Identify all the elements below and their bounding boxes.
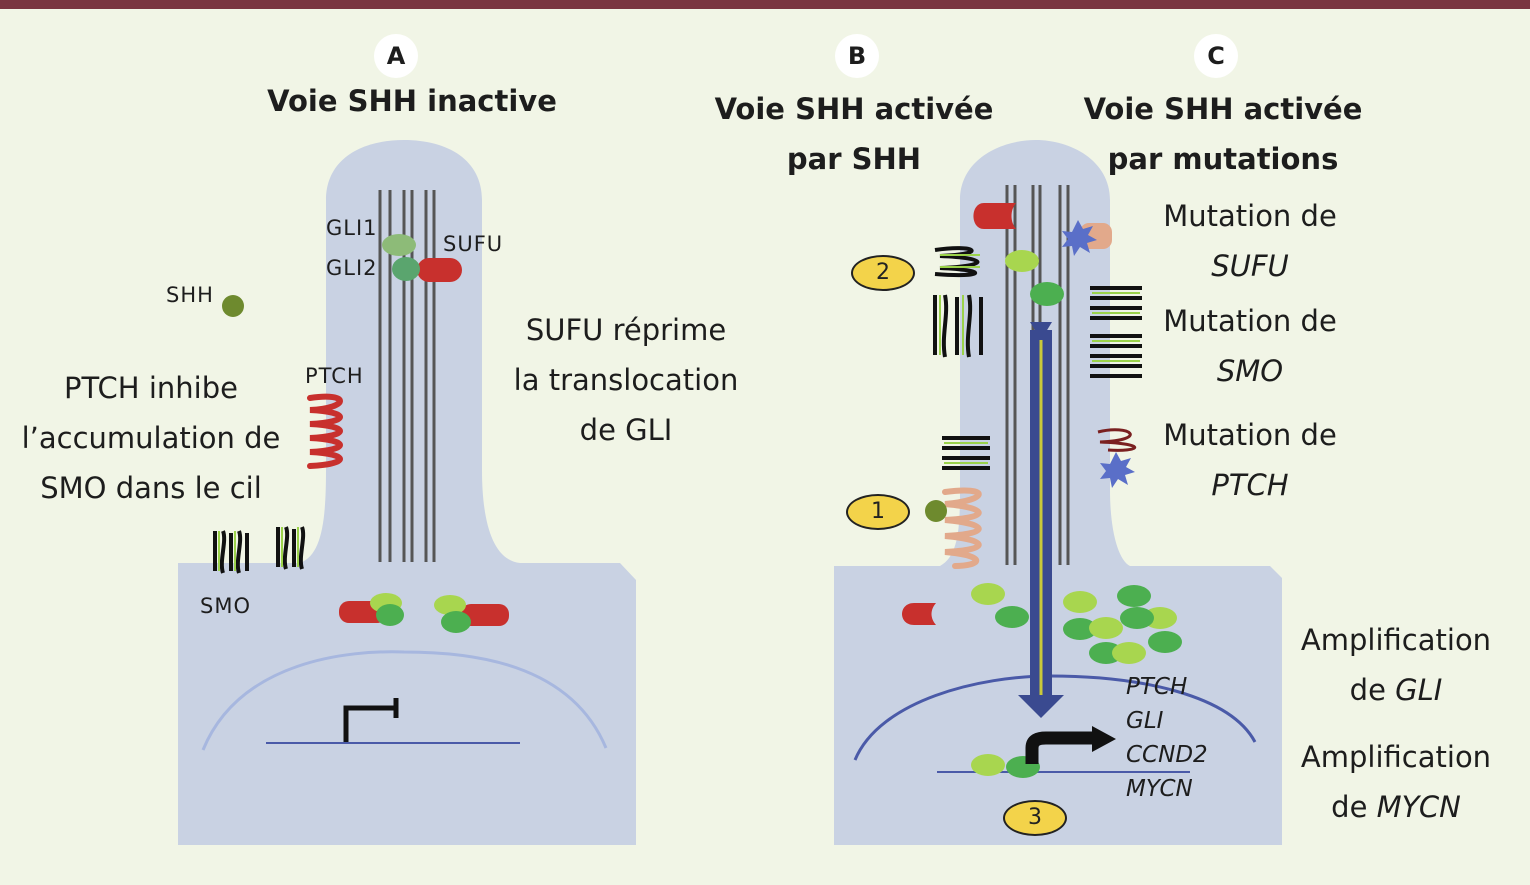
panel-a-title: Voie SHH inactive (267, 84, 557, 118)
ptch-label: PTCH (305, 364, 364, 388)
smo-receptor-icon (213, 530, 249, 574)
panel-c-title: Voie SHH activée par mutations (1083, 92, 1363, 176)
gli2-label: GLI2 (326, 256, 378, 280)
gli-pool-icon (971, 583, 1182, 664)
sufu-icon (461, 604, 509, 626)
gli2-icon (392, 257, 420, 281)
ptch-receptor-icon (942, 487, 982, 569)
gli1-icon (1005, 250, 1039, 272)
header-bar (0, 0, 1530, 9)
gli1-label: GLI1 (326, 216, 378, 240)
transcription-arrowhead-icon (1092, 726, 1116, 752)
panel-a-letter: A (374, 34, 418, 78)
mutation-star-icon (1062, 220, 1097, 256)
smo-receptor-icon (276, 526, 306, 570)
gli1-icon (971, 754, 1005, 776)
sufu-icon (973, 203, 1016, 229)
sufu-icon (902, 603, 936, 625)
shh-ligand-icon (222, 295, 244, 317)
amplification-gli-label: Amplification de GLI (1300, 623, 1492, 707)
sufu-icon (417, 258, 462, 282)
amplification-mycn-label: Amplification de MYCN (1300, 740, 1492, 824)
gli2-icon (376, 604, 404, 626)
translocation-arrow-icon (1018, 322, 1064, 718)
ptch-receptor-icon (307, 393, 343, 469)
smo-receptor-icon (934, 246, 980, 278)
sufu-description: SUFU réprime la translocation de GLI (513, 313, 739, 447)
smo-receptor-icon (942, 436, 990, 470)
panel-b-title: Voie SHH activée par SHH (714, 92, 994, 176)
sufu-label: SUFU (443, 232, 504, 256)
shh-ligand-icon (925, 500, 947, 522)
mutation-star-icon (1100, 452, 1135, 488)
target-genes-list: PTCH GLI CCND2 MYCN (1126, 674, 1208, 802)
smo-receptor-icon (933, 294, 983, 358)
step-2-badge: 2 (851, 255, 915, 291)
gli1-icon (434, 595, 466, 615)
gli2-icon (1030, 282, 1064, 306)
step-3-badge: 3 (1003, 800, 1067, 836)
mutation-ptch-label: Mutation de PTCH (1163, 418, 1337, 502)
panel-b-letter: B (835, 34, 879, 78)
gli2-icon (441, 611, 471, 633)
gli1-icon (382, 234, 416, 256)
mutation-smo-label: Mutation de SMO (1163, 304, 1337, 388)
cell-a (178, 140, 636, 845)
shh-label: SHH (166, 283, 214, 307)
transcription-arrow-icon (1025, 731, 1094, 764)
step-1-badge: 1 (846, 494, 910, 530)
smo-mutant-icon (1090, 286, 1142, 378)
ptch-mutant-icon (1097, 428, 1137, 452)
panel-c-letter: C (1194, 34, 1238, 78)
mutation-sufu-label: Mutation de SUFU (1163, 199, 1337, 283)
ptch-description: PTCH inhibe l’accumulation de SMO dans l… (21, 371, 281, 505)
smo-label: SMO (200, 594, 251, 618)
